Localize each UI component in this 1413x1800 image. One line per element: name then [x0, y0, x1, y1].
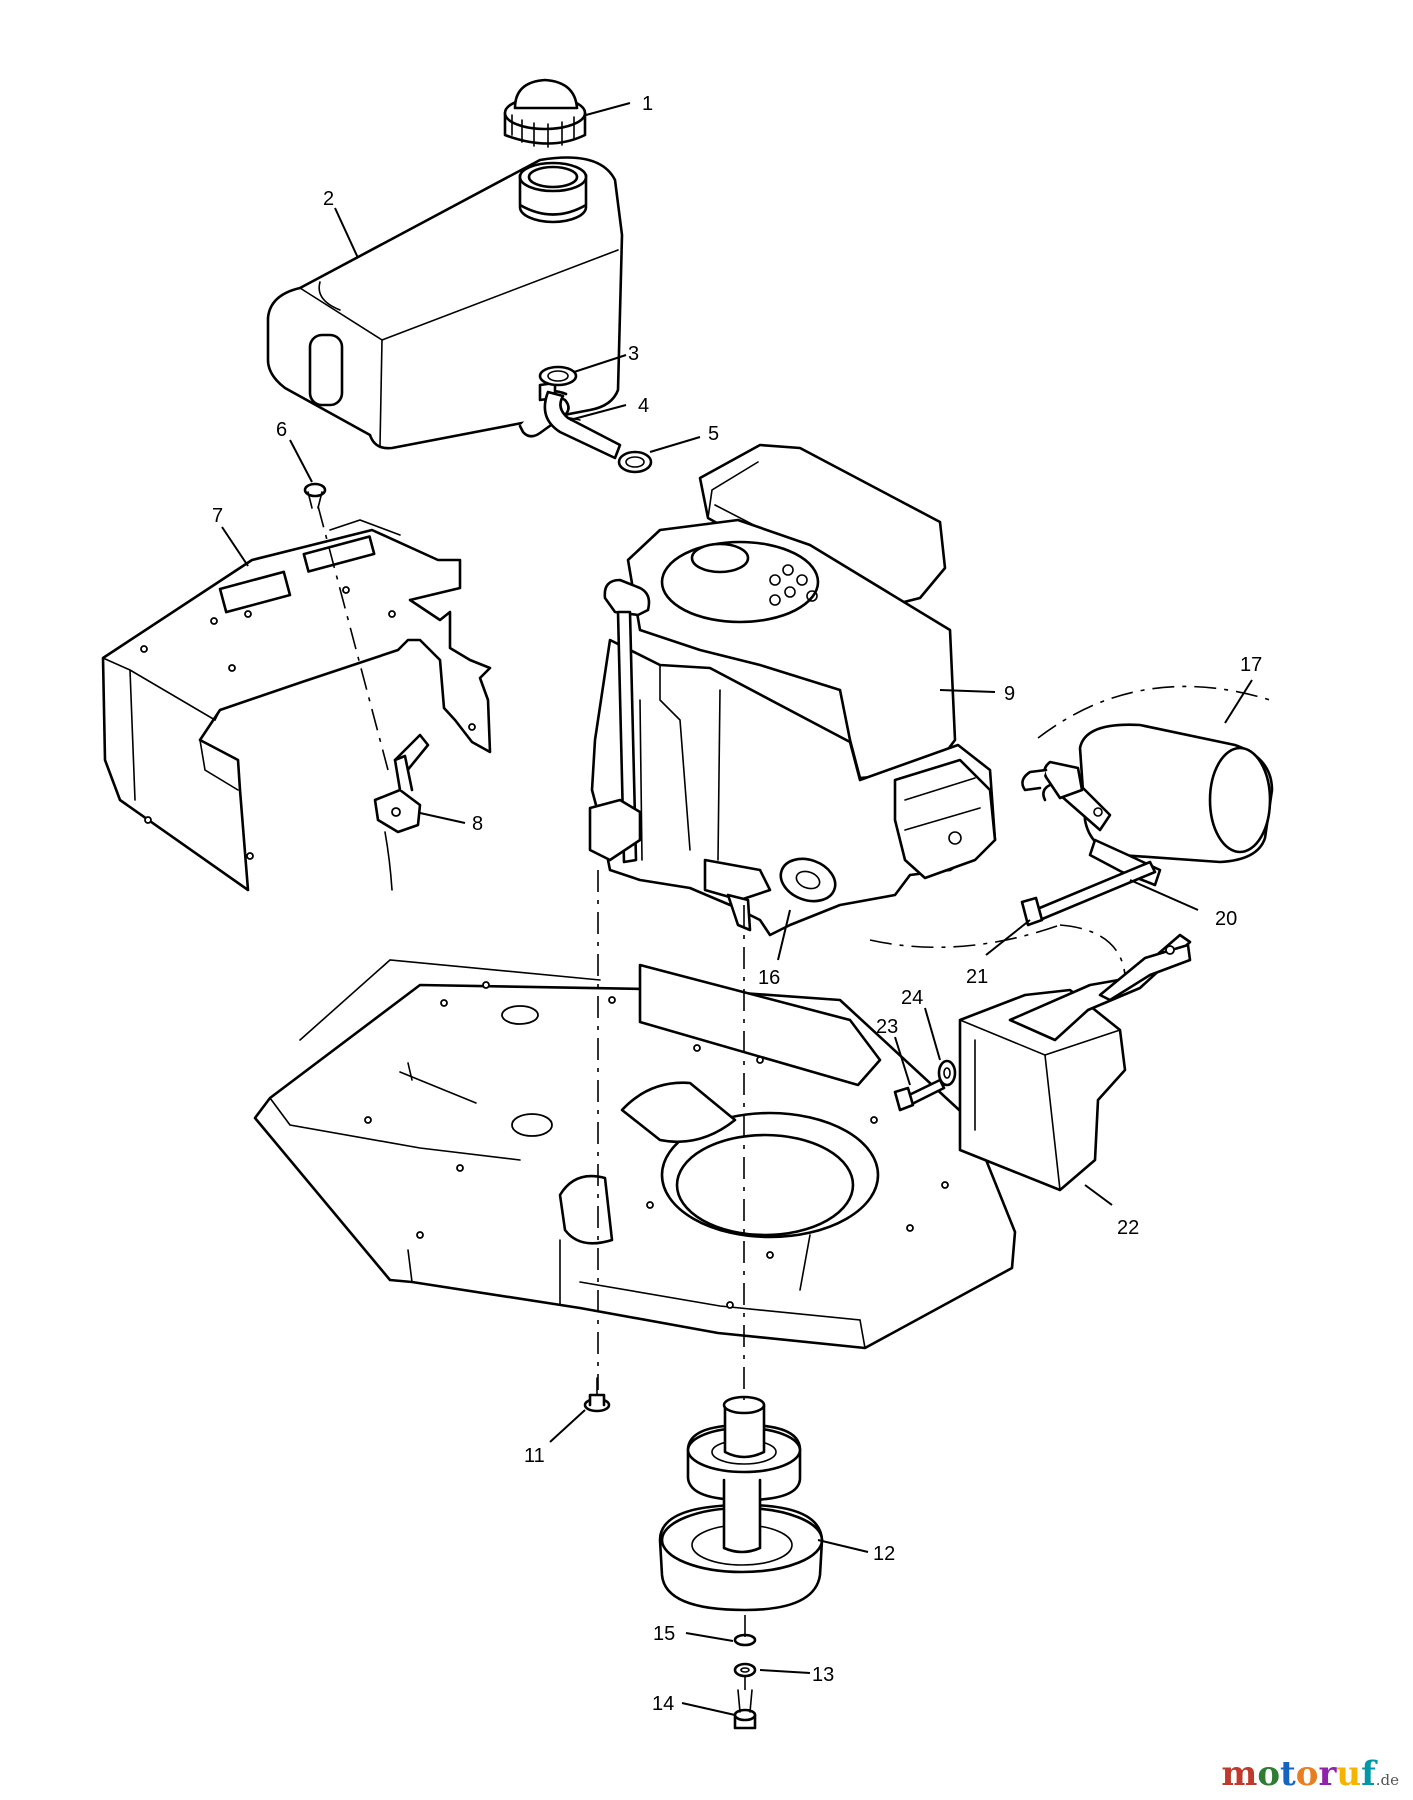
dash-panel — [101, 519, 492, 892]
callout-12: 12 — [873, 1543, 895, 1565]
callout-11: 11 — [524, 1445, 545, 1467]
engine — [588, 443, 997, 937]
fuel-tank — [266, 156, 624, 450]
screw-frame — [583, 1377, 611, 1413]
callout-6: 6 — [276, 419, 287, 441]
callout-15: 15 — [653, 1623, 675, 1645]
callout-4: 4 — [638, 395, 649, 417]
callout-21: 21 — [966, 966, 988, 988]
callout-1: 1 — [642, 93, 653, 115]
muffler — [1021, 685, 1274, 864]
callout-labels: 1 2 3 4 5 6 7 8 9 11 12 13 14 15 16 17 2… — [212, 93, 1262, 1715]
callout-24: 24 — [901, 987, 923, 1009]
callout-9: 9 — [1004, 683, 1015, 705]
watermark-letter: f — [1361, 1754, 1376, 1794]
watermark-letter: m — [1221, 1754, 1258, 1794]
callout-3: 3 — [628, 343, 639, 365]
heat-shield — [958, 933, 1192, 1192]
callout-16: 16 — [758, 967, 780, 989]
watermark-letter: r — [1318, 1754, 1337, 1794]
callout-17: 17 — [1240, 654, 1262, 676]
engine-pulley — [686, 1395, 802, 1502]
lock-washer-13 — [733, 1662, 757, 1678]
fuel-cap — [503, 78, 587, 148]
throttle-control — [373, 733, 430, 891]
frame-plate — [253, 959, 1017, 1350]
callout-7: 7 — [212, 505, 223, 527]
callout-22: 22 — [1117, 1217, 1139, 1239]
callout-13: 13 — [812, 1664, 834, 1686]
drive-pulley — [658, 1478, 824, 1612]
bolt-short — [893, 1078, 946, 1112]
callout-8: 8 — [472, 813, 483, 835]
callout-20: 20 — [1215, 908, 1237, 930]
bolt-long — [1020, 860, 1157, 927]
watermark-letter: o — [1295, 1754, 1319, 1794]
callout-5: 5 — [708, 423, 719, 445]
screw-small — [303, 482, 327, 509]
watermark-letter: t — [1280, 1754, 1296, 1794]
washer — [937, 1059, 957, 1087]
watermark-text: motoruf — [1221, 1754, 1375, 1794]
watermark-letter: o — [1257, 1754, 1281, 1794]
watermark-suffix: .de — [1375, 1771, 1399, 1789]
watermark-logo: motoruf.de — [1221, 1754, 1399, 1794]
center-lines — [317, 505, 1126, 1690]
leader-lines — [221, 102, 1253, 1716]
hose-clamp-lower — [617, 450, 653, 474]
watermark-letter: u — [1336, 1754, 1362, 1794]
callout-23: 23 — [876, 1016, 898, 1038]
hose-clamp-upper — [538, 365, 578, 387]
callout-2: 2 — [323, 188, 334, 210]
bolt-14 — [733, 1689, 757, 1730]
fuel-hose — [543, 390, 622, 460]
callout-14: 14 — [652, 1693, 674, 1715]
